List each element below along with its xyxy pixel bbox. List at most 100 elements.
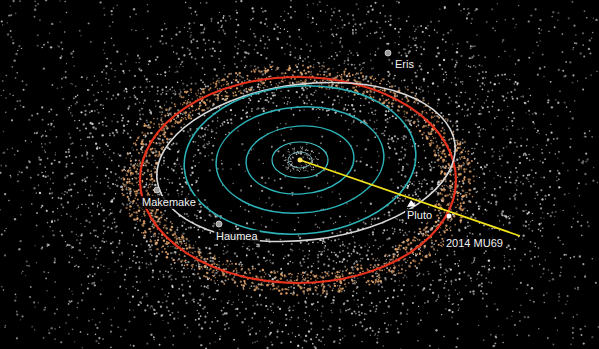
belt-dot <box>549 186 551 188</box>
belt-dot <box>352 29 354 31</box>
belt-dot <box>280 187 282 189</box>
belt-dot <box>201 294 202 295</box>
belt-dot <box>68 189 70 191</box>
belt-dot <box>532 213 533 214</box>
belt-dot <box>306 4 308 6</box>
belt-dot <box>197 210 198 211</box>
belt-dot <box>244 66 246 68</box>
belt-dot <box>8 200 9 201</box>
belt-dot <box>211 129 213 131</box>
belt-dot <box>274 180 276 182</box>
belt-dot <box>71 115 73 117</box>
belt-dot <box>550 215 552 217</box>
belt-dot <box>471 18 473 20</box>
belt-dot <box>351 136 353 138</box>
belt-dot <box>238 294 239 295</box>
belt-dot <box>285 318 287 320</box>
belt-dot <box>153 336 155 338</box>
belt-dot <box>202 67 204 69</box>
belt-dot <box>414 40 415 41</box>
belt-dot <box>57 197 59 199</box>
belt-dot <box>369 327 371 329</box>
belt-dot <box>30 177 32 179</box>
belt-dot <box>533 301 535 303</box>
belt-dot <box>584 173 586 175</box>
belt-dot <box>107 91 109 93</box>
belt-dot <box>366 313 368 315</box>
belt-dot <box>121 114 123 116</box>
belt-dot <box>188 216 189 217</box>
belt-dot <box>52 172 54 174</box>
belt-dot <box>37 113 39 115</box>
belt-dot <box>31 326 33 328</box>
belt-dot <box>491 123 492 124</box>
belt-dot <box>427 25 429 27</box>
belt-dot <box>111 38 113 40</box>
belt-dot <box>400 185 402 187</box>
belt-dot <box>190 7 192 9</box>
belt-dot <box>224 328 226 330</box>
belt-dot <box>178 288 180 290</box>
belt-dot <box>99 321 101 323</box>
belt-dot <box>347 63 349 65</box>
belt-dot <box>265 18 267 20</box>
belt-dot <box>80 35 81 36</box>
belt-dot <box>376 341 378 343</box>
belt-dot <box>420 68 422 70</box>
belt-dot <box>423 41 425 43</box>
belt-dot <box>333 175 335 177</box>
belt-dot <box>188 107 190 109</box>
belt-dot <box>551 106 553 108</box>
belt-dot <box>113 44 115 46</box>
belt-dot <box>439 188 440 189</box>
belt-dot <box>591 336 593 338</box>
belt-dot <box>88 320 90 322</box>
belt-dot <box>37 3 39 5</box>
belt-dot <box>482 168 484 170</box>
belt-dot <box>509 55 510 56</box>
belt-dot <box>496 116 497 117</box>
belt-dot <box>372 234 374 236</box>
belt-dot <box>486 21 488 23</box>
belt-dot <box>146 121 148 123</box>
belt-dot <box>573 47 574 48</box>
belt-dot <box>223 253 225 255</box>
belt-dot <box>333 35 334 36</box>
belt-dot <box>11 66 13 68</box>
belt-dot <box>359 253 361 255</box>
belt-dot <box>54 258 56 260</box>
belt-dot <box>514 269 516 271</box>
belt-dot <box>388 110 390 112</box>
belt-dot <box>562 210 563 211</box>
belt-dot <box>8 14 10 16</box>
belt-dot <box>71 291 72 292</box>
belt-dot <box>178 150 179 151</box>
belt-dot <box>358 8 360 10</box>
belt-dot <box>432 280 433 281</box>
belt-dot <box>338 10 340 12</box>
belt-dot <box>16 100 18 102</box>
belt-dot <box>593 167 594 168</box>
belt-dot <box>311 150 313 152</box>
belt-dot <box>585 183 587 185</box>
belt-dot <box>409 36 410 37</box>
belt-dot <box>173 51 174 52</box>
belt-dot <box>103 7 104 8</box>
belt-dot <box>21 207 22 208</box>
belt-dot <box>506 318 508 320</box>
belt-dot <box>242 77 244 79</box>
belt-dot <box>107 272 108 273</box>
belt-dot <box>283 140 285 142</box>
belt-dot <box>520 305 522 307</box>
belt-dot <box>304 312 306 314</box>
belt-dot <box>42 236 44 238</box>
belt-dot <box>320 10 322 12</box>
belt-dot <box>257 66 259 68</box>
belt-dot <box>117 326 119 328</box>
belt-dot <box>319 1 321 3</box>
belt-dot <box>302 250 304 252</box>
belt-dot <box>339 216 341 218</box>
belt-dot <box>170 252 172 254</box>
belt-dot <box>68 109 70 111</box>
belt-dot <box>490 334 492 336</box>
